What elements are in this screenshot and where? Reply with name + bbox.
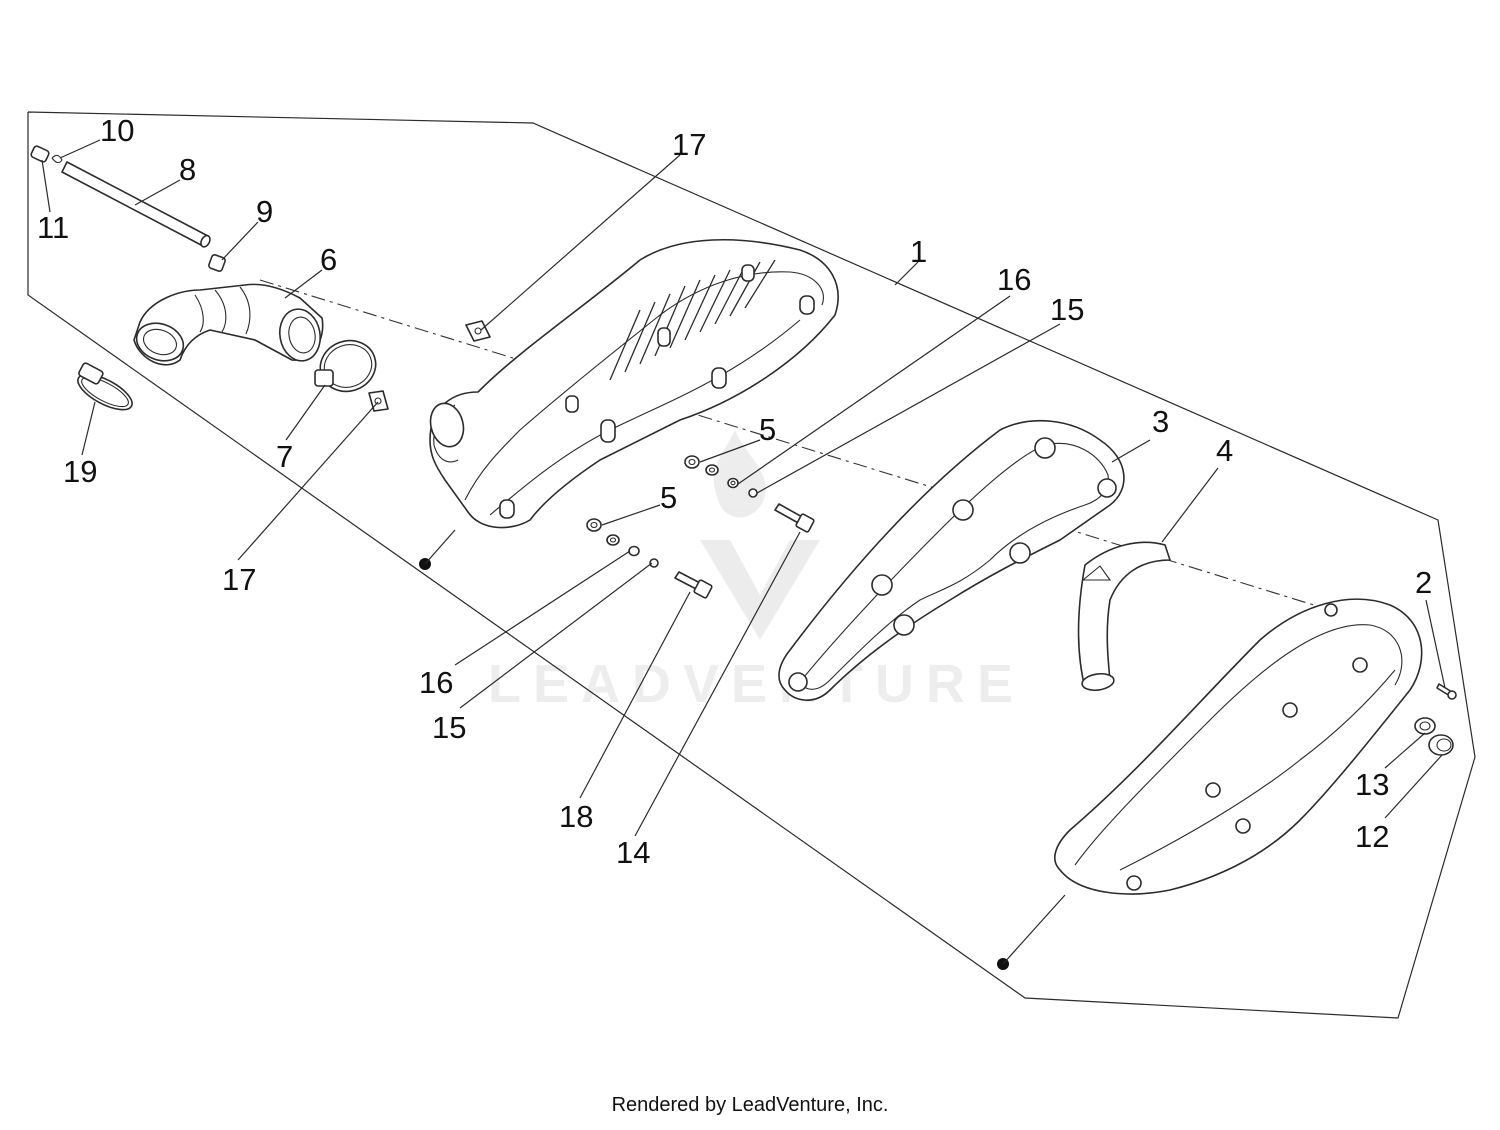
callout-19: 19 xyxy=(63,454,97,489)
leader-17-lower xyxy=(237,401,379,561)
callout-15-lower: 15 xyxy=(432,710,466,745)
callout-16-upper: 16 xyxy=(997,262,1031,297)
leader-17-upper xyxy=(480,154,681,331)
leader-11 xyxy=(41,159,51,213)
callout-18: 18 xyxy=(559,799,593,834)
part-curved-tube-4 xyxy=(1077,541,1171,692)
leader-10 xyxy=(59,139,101,159)
part-bolt-14 xyxy=(774,503,815,533)
part-air-box-cover-2 xyxy=(1054,598,1423,895)
part-hose-clamp-19 xyxy=(77,362,133,411)
callout-10: 10 xyxy=(100,113,134,148)
part-tube-clip-9 xyxy=(208,254,226,272)
assembly-boundary xyxy=(27,111,1476,1019)
callout-4: 4 xyxy=(1216,433,1233,468)
callout-12: 12 xyxy=(1355,819,1389,854)
leader-14 xyxy=(634,531,801,837)
part-cap-12 xyxy=(1428,734,1454,756)
leader-dot-right xyxy=(1002,894,1066,965)
leader-9 xyxy=(221,221,259,261)
leader-6 xyxy=(284,269,323,299)
part-washer-15-upper xyxy=(727,477,739,489)
leader-5-upper xyxy=(699,439,761,463)
leader-4 xyxy=(1161,467,1219,543)
leader-15-lower xyxy=(459,562,653,709)
callout-1: 1 xyxy=(910,234,927,269)
part-clip-nut-17-lower xyxy=(368,390,389,412)
leader-5-lower xyxy=(601,504,661,526)
watermark-text: LEADVENTURE xyxy=(488,654,1025,714)
part-washer-extra-lower xyxy=(649,558,659,568)
callout-17-lower: 17 xyxy=(222,562,256,597)
watermark-logo xyxy=(700,430,820,640)
part-screw-2 xyxy=(1436,683,1457,700)
leader-18 xyxy=(579,591,691,799)
part-clip-13 xyxy=(1414,717,1436,735)
callout-11: 11 xyxy=(37,210,69,245)
callout-2: 2 xyxy=(1415,565,1432,600)
callout-15-upper: 15 xyxy=(1050,292,1084,327)
callout-16-lower: 16 xyxy=(419,665,453,700)
callout-8: 8 xyxy=(179,152,196,187)
callout-7: 7 xyxy=(276,439,293,474)
part-clip-nut-17-upper xyxy=(465,320,491,342)
leader-8 xyxy=(134,179,181,206)
callout-5-upper: 5 xyxy=(759,412,776,447)
part-washer-extra-upper xyxy=(748,488,758,498)
callout-14: 14 xyxy=(616,835,650,870)
leader-13 xyxy=(1384,732,1426,769)
leader-16-lower xyxy=(454,550,631,666)
leader-3 xyxy=(1111,439,1151,463)
rendered-by-footer: Rendered by LeadVenture, Inc. xyxy=(611,1094,889,1116)
callout-3: 3 xyxy=(1152,404,1169,439)
part-washer-15-lower xyxy=(628,545,640,557)
leader-dot-left xyxy=(424,529,456,565)
part-grommet-5-upper xyxy=(684,455,700,469)
callout-5-lower: 5 xyxy=(660,480,677,515)
leader-19 xyxy=(81,401,96,456)
part-air-box-housing-1 xyxy=(429,238,839,529)
part-intake-duct-6 xyxy=(133,283,324,366)
part-washer-16-upper xyxy=(705,464,719,476)
leader-12 xyxy=(1384,754,1443,819)
callout-17-upper: 17 xyxy=(672,127,706,162)
part-washer-16-lower xyxy=(606,534,620,546)
part-fitting-11 xyxy=(30,145,63,164)
leader-16-upper xyxy=(737,295,1011,485)
leader-15-upper xyxy=(756,323,1061,494)
callout-6: 6 xyxy=(320,242,337,277)
part-hose-clamp-7 xyxy=(314,339,377,393)
leader-1 xyxy=(894,261,919,286)
part-grommet-5-lower xyxy=(586,518,602,532)
part-bolt-18 xyxy=(674,571,713,599)
callout-9: 9 xyxy=(256,194,273,229)
leader-2 xyxy=(1425,599,1446,689)
part-breather-tube-8 xyxy=(61,161,211,248)
leader-7 xyxy=(285,384,326,441)
part-filter-element-3 xyxy=(778,419,1125,701)
callout-13: 13 xyxy=(1355,767,1389,802)
